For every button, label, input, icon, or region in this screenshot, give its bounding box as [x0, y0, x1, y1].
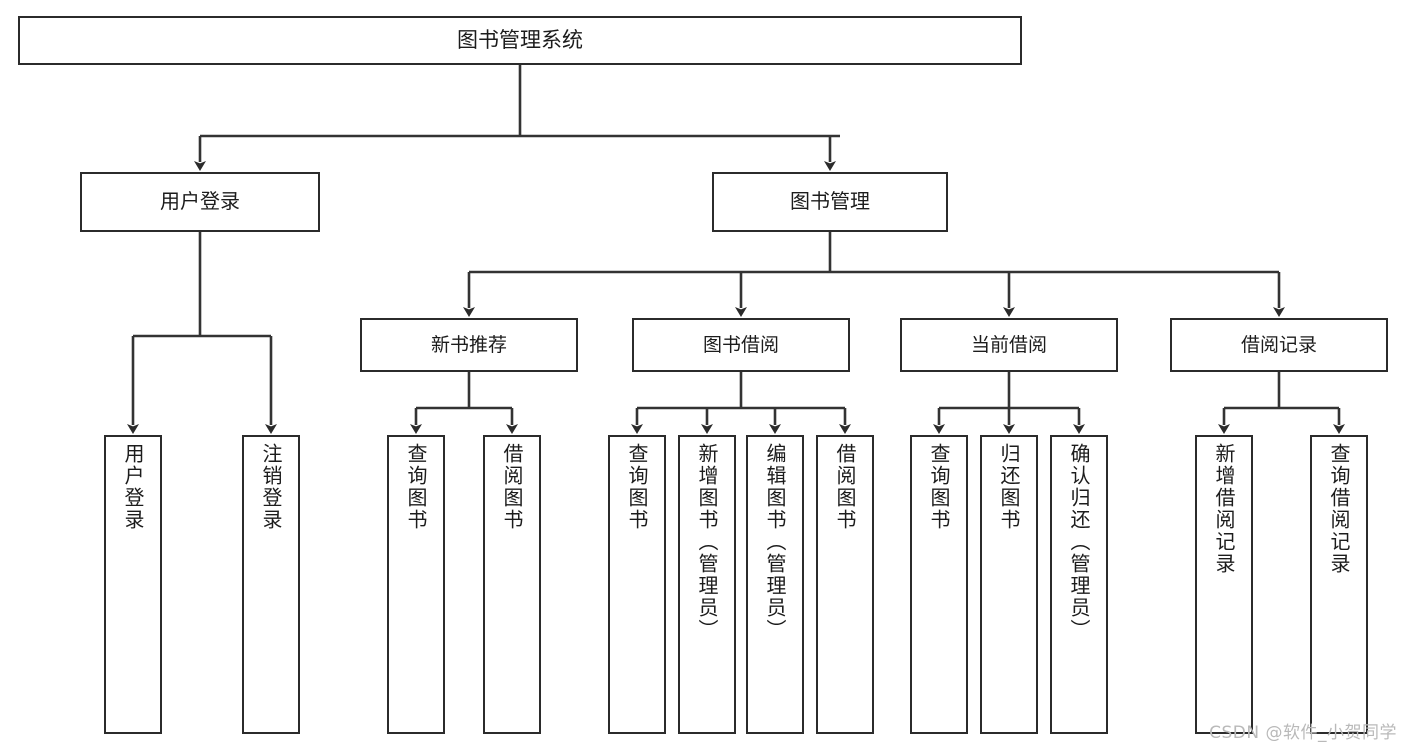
leaf-query-books-current[interactable]: 查询图书 [910, 435, 968, 734]
leaf-label: 新增借阅记录 [1212, 443, 1236, 575]
leaf-label: 查询借阅记录 [1327, 443, 1351, 575]
node-new-book-recommend[interactable]: 新书推荐 [360, 318, 578, 372]
leaf-label: 借阅图书 [500, 443, 524, 531]
leaf-logout[interactable]: 注销登录 [242, 435, 300, 734]
leaf-query-borrow-record[interactable]: 查询借阅记录 [1310, 435, 1368, 734]
leaf-label: 查询图书 [625, 443, 649, 531]
node-borrow-records[interactable]: 借阅记录 [1170, 318, 1388, 372]
leaf-label: 新增图书（管理员） [695, 443, 719, 641]
leaf-add-book-admin[interactable]: 新增图书（管理员） [678, 435, 736, 734]
node-book-management[interactable]: 图书管理 [712, 172, 948, 232]
leaf-label: 确认归还（管理员） [1067, 443, 1091, 641]
leaf-user-login[interactable]: 用户登录 [104, 435, 162, 734]
leaf-label: 用户登录 [121, 443, 145, 531]
leaf-label: 归还图书 [997, 443, 1021, 531]
leaf-borrow-book[interactable]: 借阅图书 [816, 435, 874, 734]
leaf-label: 注销登录 [259, 443, 283, 531]
watermark-text: CSDN @软件_小贺同学 [1209, 723, 1397, 743]
leaf-query-books-borrow[interactable]: 查询图书 [608, 435, 666, 734]
leaf-borrow-books-new[interactable]: 借阅图书 [483, 435, 541, 734]
leaf-label: 借阅图书 [833, 443, 857, 531]
leaf-add-borrow-record[interactable]: 新增借阅记录 [1195, 435, 1253, 734]
leaf-label: 编辑图书（管理员） [763, 443, 787, 641]
node-user-login[interactable]: 用户登录 [80, 172, 320, 232]
leaf-label: 查询图书 [404, 443, 428, 531]
leaf-return-book[interactable]: 归还图书 [980, 435, 1038, 734]
node-root[interactable]: 图书管理系统 [18, 16, 1022, 65]
leaf-label: 查询图书 [927, 443, 951, 531]
node-current-borrow[interactable]: 当前借阅 [900, 318, 1118, 372]
leaf-query-books-new[interactable]: 查询图书 [387, 435, 445, 734]
node-book-borrow[interactable]: 图书借阅 [632, 318, 850, 372]
leaf-confirm-return-admin[interactable]: 确认归还（管理员） [1050, 435, 1108, 734]
leaf-edit-book-admin[interactable]: 编辑图书（管理员） [746, 435, 804, 734]
